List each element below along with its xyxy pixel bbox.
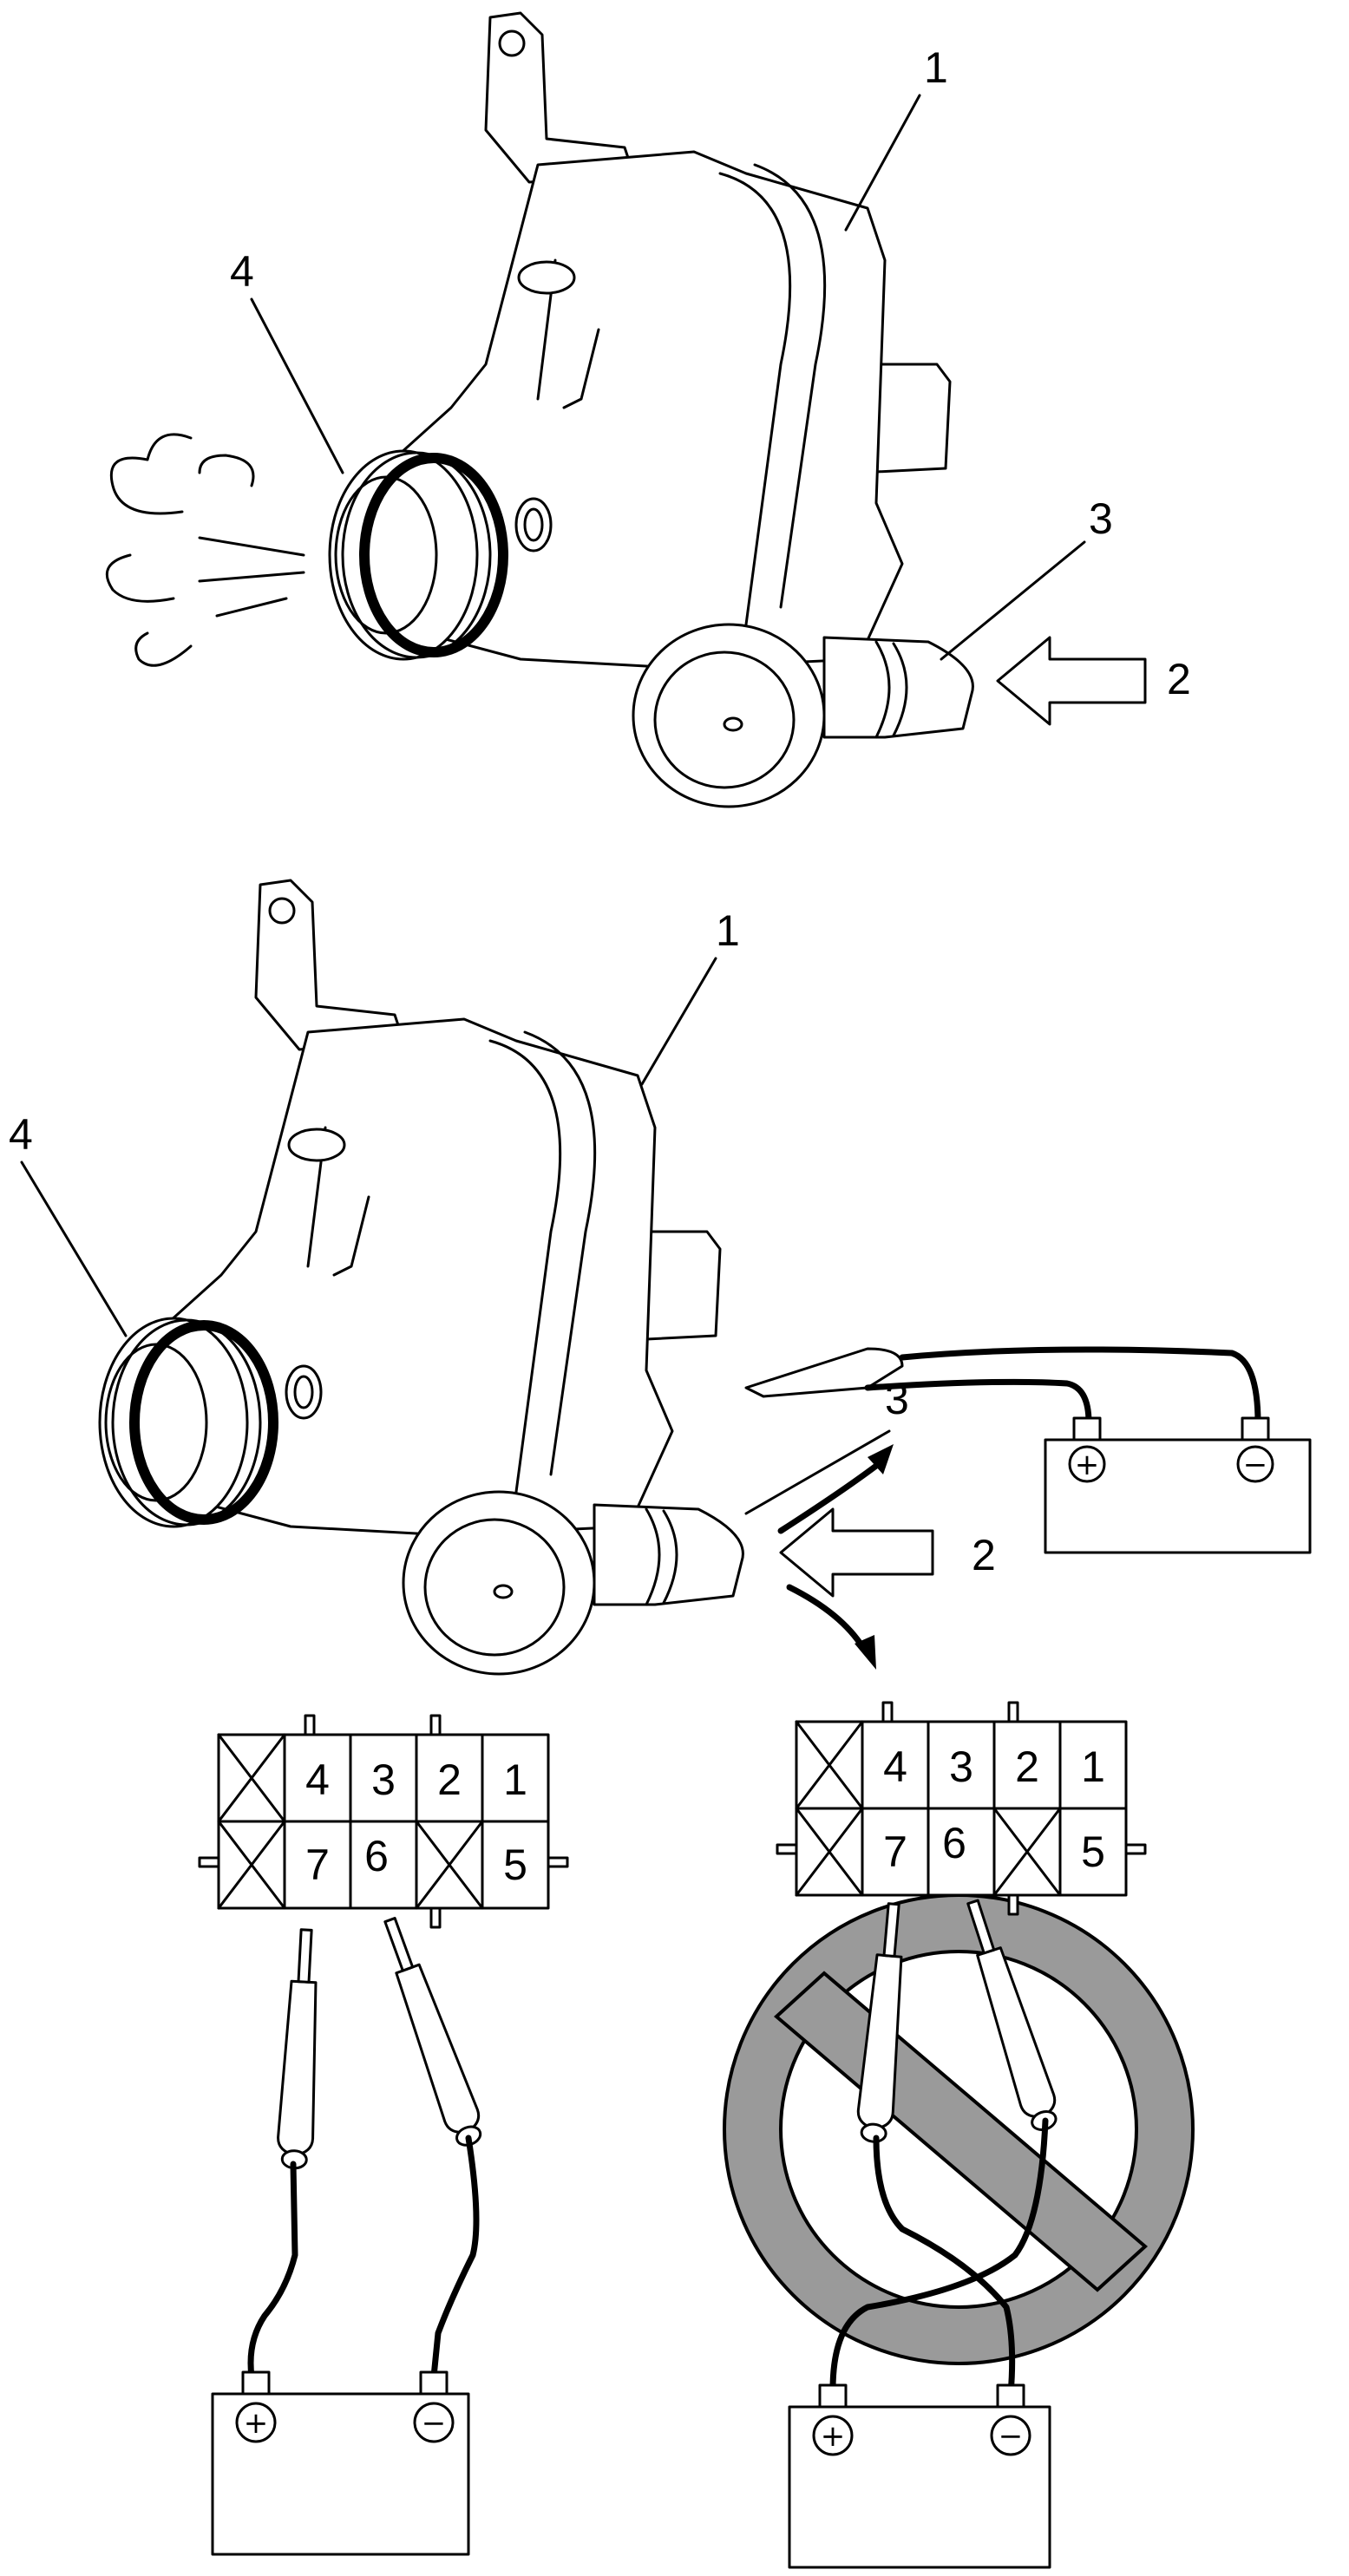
solenoid-valve-illustration-middle: + − 1 2 3 4 [9,880,1312,1674]
battery-minus-symbol: − [999,2419,1024,2454]
solenoid-valve-illustration-top: 1 2 3 4 [105,13,1191,807]
pin-5: 5 [1081,1827,1105,1876]
callout-1-middle: 1 [716,906,740,955]
battery-minus-symbol: − [1243,1448,1268,1482]
callout-3: 3 [1089,494,1113,543]
pressure-arrow [996,636,1147,726]
callout-2-middle: 2 [972,1531,996,1579]
air-exhaust-puff [105,433,305,667]
pressure-arrow-middle [779,1507,934,1598]
battery-plus-symbol: + [244,2406,269,2441]
air-flow-arrows [777,1444,934,1670]
battery-incorrect: + − [788,2383,1051,2569]
pin-1: 1 [1081,1742,1105,1791]
pin-2: 2 [437,1755,462,1804]
callout-4: 4 [230,247,254,296]
incorrect-connection: 4 3 2 1 7 6 5 + − [723,1701,1195,2569]
battery-correct: + − [211,2370,470,2556]
battery-middle: + − [1044,1416,1312,1554]
callout-1: 1 [924,43,948,92]
pin-3: 3 [371,1755,396,1804]
pin-7: 7 [883,1827,907,1876]
battery-plus-symbol: + [1075,1448,1100,1482]
battery-minus-symbol: − [422,2406,447,2441]
callout-3-middle: 3 [885,1375,909,1423]
pin-5: 5 [503,1840,527,1889]
pin-7: 7 [305,1840,330,1889]
battery-plus-symbol: + [821,2419,846,2454]
pin-4: 4 [883,1742,907,1791]
callout-4-middle: 4 [9,1110,33,1159]
pin-1: 1 [503,1755,527,1804]
pin-2: 2 [1015,1742,1039,1791]
pin-4: 4 [305,1755,330,1804]
correct-connection: 4 3 2 1 7 6 5 + − [198,1714,569,2556]
prohibition-sign [723,1893,1195,2365]
callout-2: 2 [1167,655,1191,703]
pin-6: 6 [942,1819,966,1867]
energizing-leads [744,1346,1261,1426]
pin-6: 6 [364,1832,389,1880]
pin-3: 3 [949,1742,973,1791]
